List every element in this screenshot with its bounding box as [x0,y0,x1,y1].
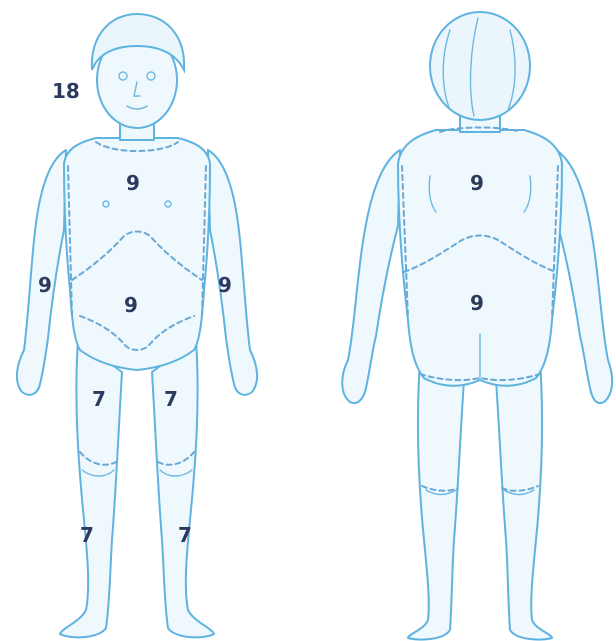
left-shin-percentage-label: 7 [80,523,94,547]
chest-percentage-label: 9 [126,171,140,195]
right-thigh-percentage-label: 7 [164,387,178,411]
right-arm-percentage-label: 9 [218,273,232,297]
front-right-arm [208,150,257,395]
back-right-leg [496,360,552,639]
back-left-arm [342,150,400,403]
head-percentage-label: 18 [52,79,80,103]
back-view-figure [342,12,612,639]
upper-back-percentage-label: 9 [470,171,484,195]
back-left-leg [408,360,464,639]
left-thigh-percentage-label: 7 [92,387,106,411]
front-right-leg [152,340,214,637]
left-arm-percentage-label: 9 [38,273,52,297]
abdomen-percentage-label: 9 [124,293,138,317]
front-view-figure [17,14,257,637]
back-right-arm [556,150,612,403]
right-shin-percentage-label: 7 [178,523,192,547]
front-left-leg [60,340,122,637]
lower-back-percentage-label: 9 [470,291,484,315]
